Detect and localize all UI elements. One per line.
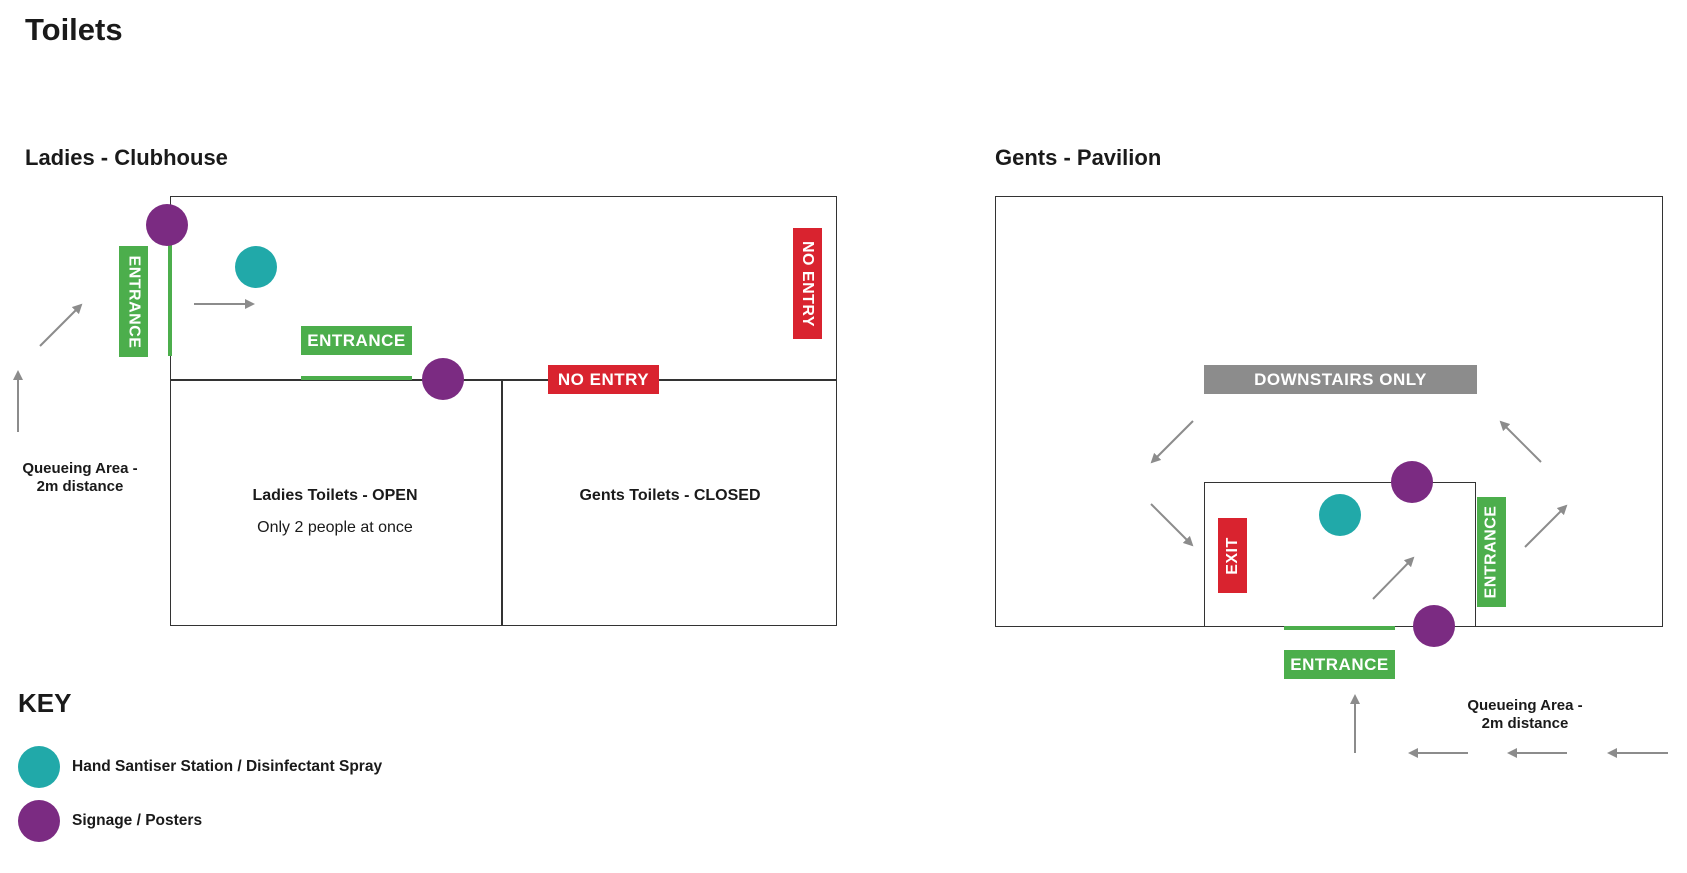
entrance-side-sign: ENTRANCE (1477, 497, 1506, 607)
key-purple-circle-icon (18, 800, 60, 842)
key-item-label: Signage / Posters (72, 812, 203, 829)
arrow-diagonal-icon (1150, 420, 1194, 464)
gents-room-label: Gents Toilets - CLOSED (579, 487, 761, 504)
gents-queue-label-line1: Queueing Area - (1467, 697, 1583, 714)
gents-queue-label: Queueing Area - 2m distance (1450, 697, 1600, 733)
ladies-room-label: Ladies Toilets - OPEN (252, 487, 418, 504)
no-entry-side-sign: NO ENTRY (793, 228, 822, 339)
arrow-diagonal-icon (39, 303, 83, 347)
ladies-queue-label-line2: 2m distance (36, 478, 124, 495)
entrance-sign: ENTRANCE (301, 326, 412, 355)
hand-sanitiser-icon (235, 246, 277, 288)
entrance-marker-line (301, 376, 412, 380)
arrow-diagonal-icon (1372, 556, 1415, 600)
entrance-marker-line (1284, 626, 1395, 630)
key-title: KEY (18, 688, 72, 718)
ladies-room-note: Only 2 people at once (257, 519, 413, 536)
signage-poster-icon (146, 204, 188, 246)
signage-poster-icon (1413, 605, 1455, 647)
hand-sanitiser-icon (1319, 494, 1361, 536)
ladies-queue-label-line1: Queueing Area - (22, 460, 138, 477)
key-teal-circle-icon (18, 746, 60, 788)
exit-sign: EXIT (1218, 518, 1247, 593)
no-entry-sign: NO ENTRY (548, 365, 659, 394)
entrance-side-sign: ENTRANCE (119, 246, 148, 357)
ladies-section-title: Ladies - Clubhouse (25, 145, 228, 170)
key-item-label: Hand Santiser Station / Disinfectant Spr… (72, 758, 383, 775)
page-title: Toilets (25, 12, 123, 47)
arrow-diagonal-icon (1524, 504, 1568, 548)
gents-queue-label-line2: 2m distance (1481, 715, 1569, 732)
entrance-sign: ENTRANCE (1284, 650, 1395, 679)
gents-section-title: Gents - Pavilion (995, 145, 1162, 170)
signage-poster-icon (422, 358, 464, 400)
entrance-marker-line (168, 242, 172, 356)
ladies-queue-label: Queueing Area - 2m distance (10, 460, 150, 496)
arrow-diagonal-icon (1150, 503, 1194, 547)
downstairs-only-sign: DOWNSTAIRS ONLY (1204, 365, 1477, 394)
arrow-diagonal-icon (1499, 420, 1542, 463)
gents-toilets-room (501, 379, 837, 626)
signage-poster-icon (1391, 461, 1433, 503)
